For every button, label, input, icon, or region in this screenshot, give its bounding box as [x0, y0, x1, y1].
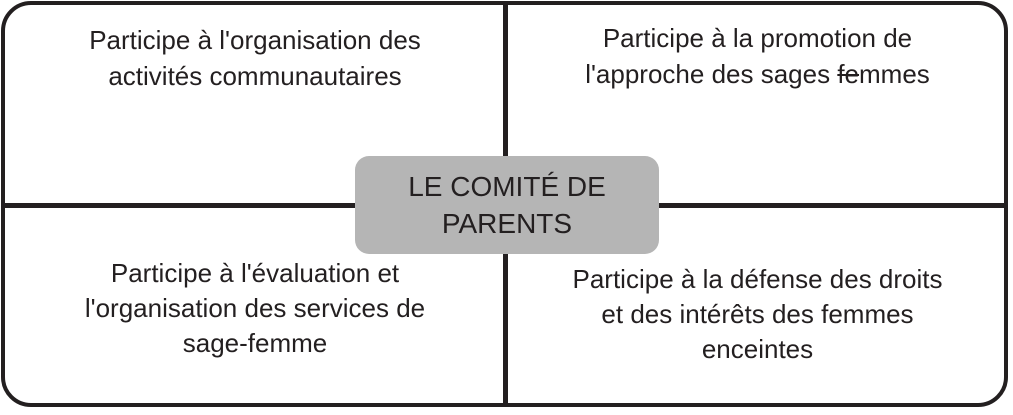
quadrant-top-right-text-suffix: mmes	[859, 59, 930, 89]
quadrant-top-right-text-prefix: Participe à la promotion de l'approche d…	[585, 23, 913, 89]
quadrant-bottom-right-text: Participe à la défense des droits et des…	[572, 264, 943, 364]
quadrant-top-right-struck-text: fe	[837, 59, 860, 89]
center-committee-box: LE COMITÉ DE PARENTS	[355, 156, 659, 254]
quadrant-top-right-text: Participe à la promotion de l'approche d…	[520, 20, 995, 92]
center-committee-label: LE COMITÉ DE PARENTS	[408, 171, 606, 239]
quadrant-bottom-left-text: Participe à l'évaluation et l'organisati…	[84, 258, 426, 358]
quadrant-top-left-text: Participe à l'organisation des activités…	[89, 25, 421, 91]
